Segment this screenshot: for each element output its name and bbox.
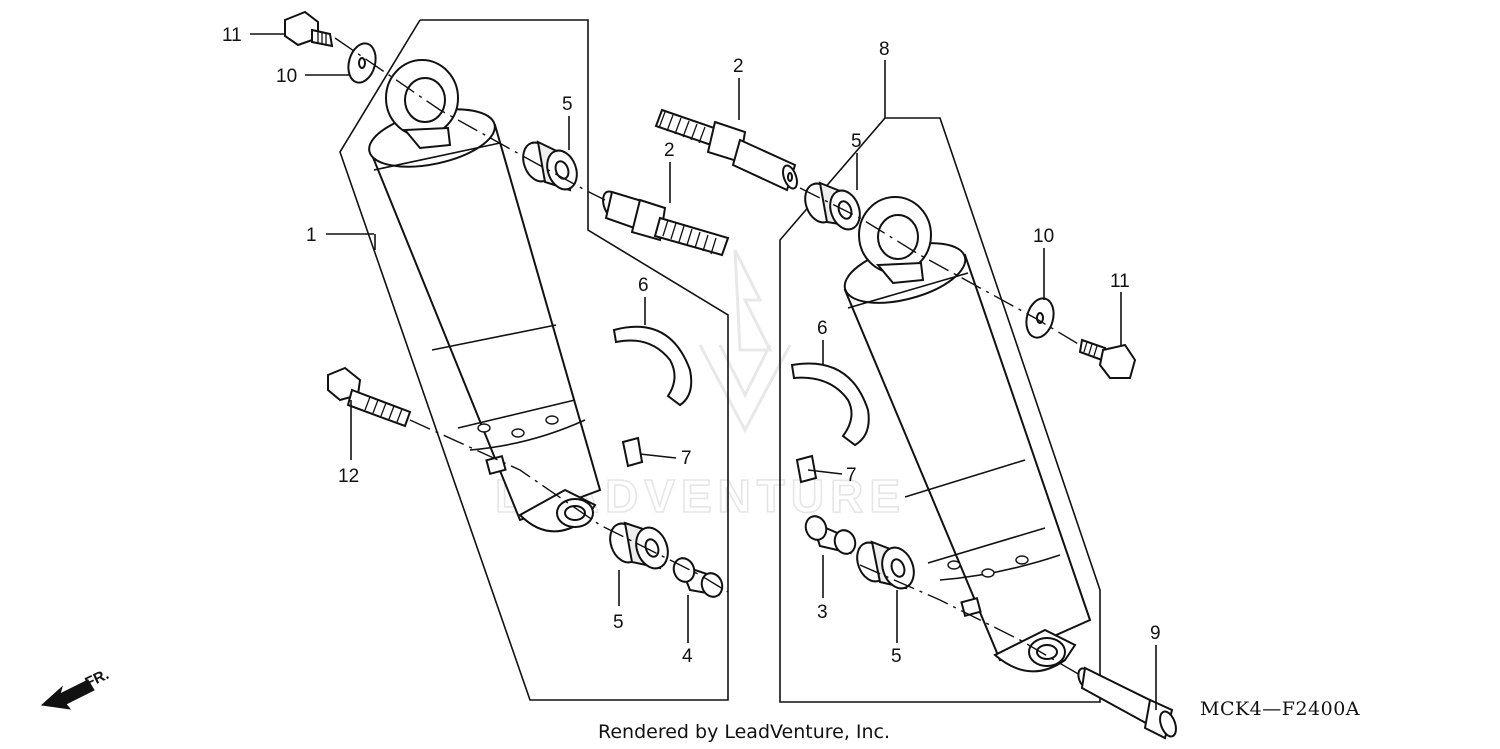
right-label-plate: [795, 454, 818, 484]
left-upper-axis: [334, 37, 606, 201]
callout-7-right: 7: [846, 465, 857, 486]
right-upper-bushing: [804, 181, 861, 231]
left-washer-10: [347, 42, 377, 84]
callout-5-left-lower: 5: [613, 612, 624, 633]
callout-5-right-upper: 5: [851, 131, 862, 152]
front-direction-marker: FR.: [40, 666, 112, 710]
callout-leaders: [250, 33, 1157, 710]
credit-text: Rendered by LeadVenture, Inc.: [598, 721, 890, 743]
left-stopper-ring: [612, 325, 693, 407]
stud-upper: [654, 108, 798, 192]
callout-8: 8: [879, 39, 890, 60]
right-shock-absorber: [843, 196, 1092, 673]
stud-lower: [602, 190, 730, 257]
front-arrow-icon: [40, 679, 95, 710]
callout-4: 4: [682, 646, 693, 667]
callout-11-right: 11: [1110, 271, 1130, 292]
watermark-logo-icon: [698, 249, 792, 434]
callout-11-left: 11: [222, 25, 242, 46]
right-shock-holes: [947, 555, 1029, 578]
callout-9: 9: [1150, 623, 1161, 644]
left-upper-bushing: [522, 140, 578, 192]
callout-10-left: 10: [276, 66, 297, 87]
callout-12: 12: [338, 466, 359, 487]
right-upper-axis: [799, 187, 1081, 346]
left-label-plate: [621, 436, 644, 468]
callout-2-lower: 2: [664, 140, 675, 161]
right-assembly-outline: [779, 117, 1101, 703]
right-lower-bushing: [856, 540, 915, 590]
collar-4: [672, 557, 724, 598]
callout-6-right: 6: [817, 318, 828, 339]
right-stopper-ring: [790, 362, 870, 447]
left-shock-absorber: [368, 59, 602, 533]
callout-labels: 11 10 1 2 5 2 6 7 12 5 4 8 5 10 11 6 7 3…: [222, 25, 1161, 667]
right-washer-10: [1025, 297, 1055, 339]
left-bolt-11: [284, 10, 334, 48]
right-lower-axis: [859, 564, 1081, 676]
left-lower-axis: [409, 419, 729, 593]
callout-1: 1: [306, 225, 317, 246]
diagram-code: MCK4—F2400A: [1200, 698, 1360, 720]
callout-5-left-upper: 5: [562, 94, 573, 115]
right-bolt-11: [1078, 338, 1137, 379]
callout-6-left: 6: [638, 275, 649, 296]
pin-9: [1077, 666, 1177, 740]
left-assembly-outline: [339, 19, 729, 701]
left-shock-holes: [477, 415, 559, 438]
bolt-12: [327, 366, 412, 428]
left-lower-bushing: [609, 521, 669, 570]
callout-10-right: 10: [1033, 226, 1054, 247]
callout-7-left: 7: [681, 448, 692, 469]
callout-2-upper: 2: [733, 56, 744, 77]
front-marker-text: FR.: [83, 666, 112, 692]
callout-5-right-lower: 5: [891, 646, 902, 667]
collar-3: [804, 515, 857, 555]
callout-3: 3: [817, 602, 828, 623]
